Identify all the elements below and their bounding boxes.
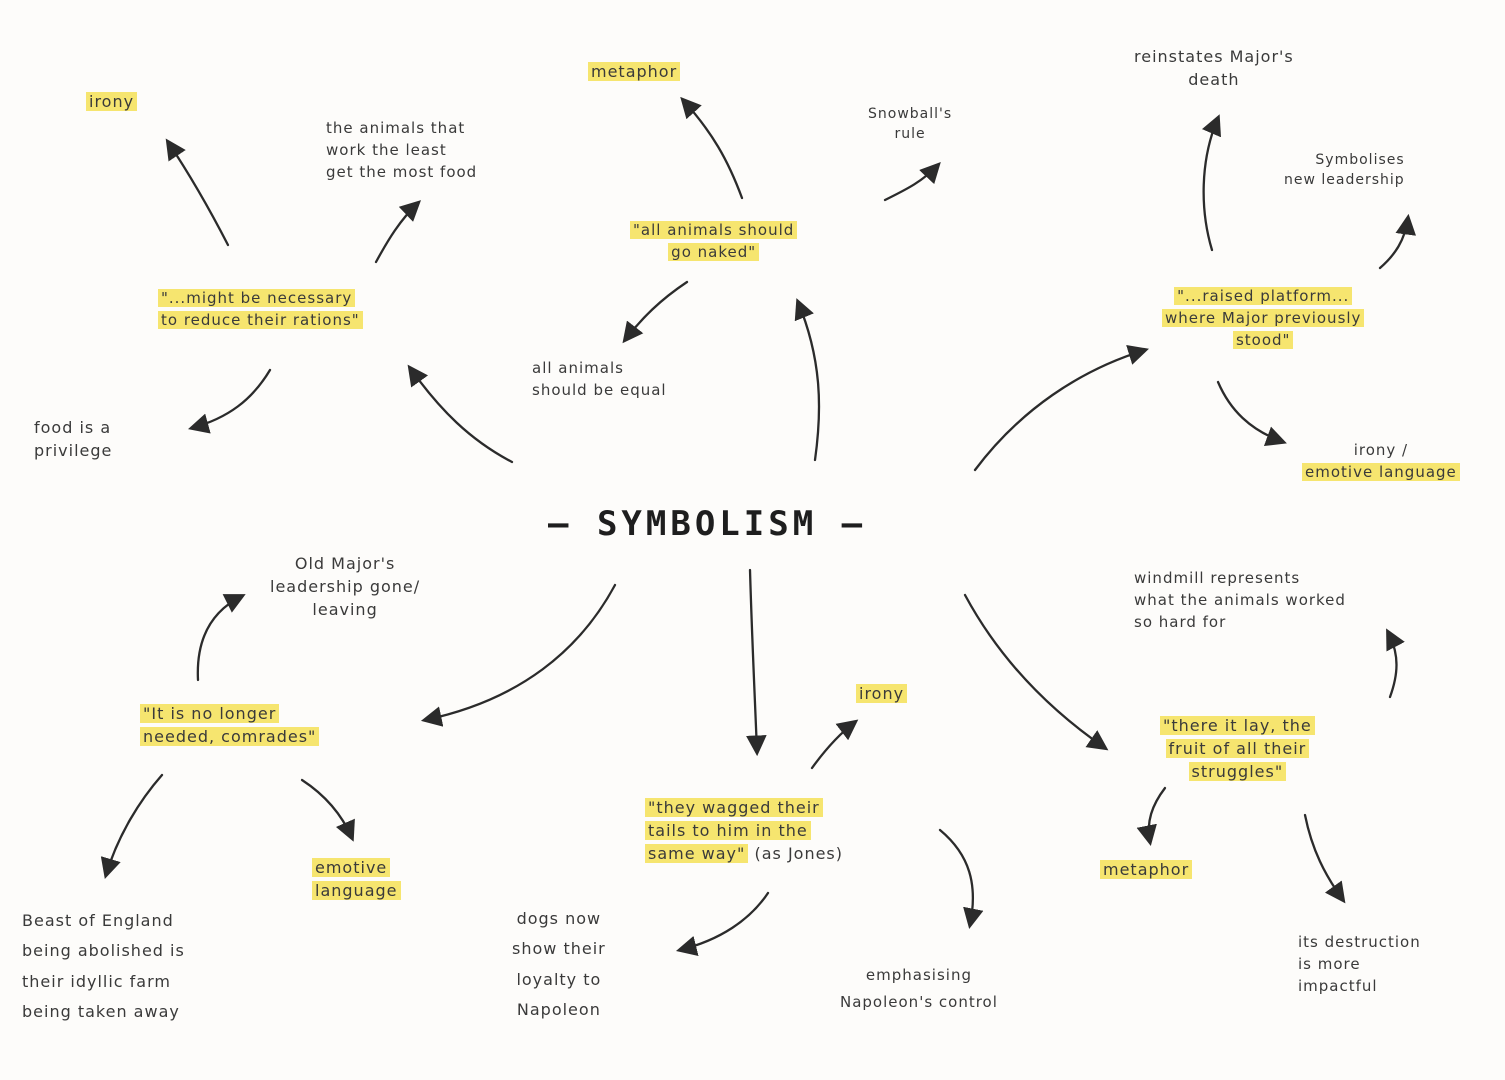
naked-metaphor-label: metaphor xyxy=(588,60,681,83)
rations-meaning-note: the animals that work the least get the … xyxy=(326,119,478,181)
arrow-tails-to-dogs xyxy=(675,891,770,957)
arrow-windmill-to-destruction xyxy=(1303,813,1346,904)
arrow-comrades-to-leadership-gone xyxy=(196,594,246,682)
arrow-tails-to-control xyxy=(938,828,984,930)
rations-quote: "...might be necessary to reduce their r… xyxy=(158,288,363,332)
central-title-group: — SYMBOLISM — xyxy=(548,504,866,544)
naked-snowball-note: Snowball's rule xyxy=(868,106,953,143)
title-dash-right: — xyxy=(817,504,867,544)
arrow-center-to-comrades xyxy=(420,583,617,727)
arrow-center-to-tails xyxy=(746,568,767,757)
tails-aside: (as Jones) xyxy=(754,844,844,864)
rations-privilege-note: food is a privilege xyxy=(34,418,113,461)
tails-control-note: emphasising Napoleon's control xyxy=(840,966,998,1011)
title-dash-left: — xyxy=(548,504,597,544)
arrow-naked-to-metaphor xyxy=(680,96,744,200)
arrow-rations-to-irony xyxy=(165,138,230,247)
arrow-center-to-platform xyxy=(973,344,1149,472)
arrow-center-to-rations xyxy=(407,364,514,464)
arrow-windmill-to-metaphor xyxy=(1136,786,1167,847)
platform-device-note: irony / emotive language xyxy=(1302,440,1460,484)
windmill-metaphor-label: metaphor xyxy=(1100,858,1193,881)
arrow-center-to-naked xyxy=(794,298,821,462)
arrow-platform-to-device xyxy=(1216,380,1287,447)
comrades-emotive-note: emotive language xyxy=(312,856,401,902)
comrades-leadership-gone-note: Old Major's leadership gone/ leaving xyxy=(270,554,421,620)
arrow-rations-to-meaning xyxy=(374,200,422,264)
windmill-represents-note: windmill represents what the animals wor… xyxy=(1134,569,1346,631)
platform-quote: "...raised platform... where Major previ… xyxy=(1162,286,1365,351)
arrow-naked-to-equal xyxy=(622,280,689,344)
platform-reinstates-note: reinstates Major's death xyxy=(1134,47,1294,90)
arrow-platform-to-reinstates xyxy=(1201,114,1221,252)
arrow-rations-to-privilege xyxy=(188,368,272,434)
tails-dogs-note: dogs now show their loyalty to Napoleon xyxy=(512,909,606,1020)
platform-leadership-note: Symbolises new leadership xyxy=(1284,152,1405,189)
central-title: SYMBOLISM xyxy=(596,504,818,544)
arrow-windmill-to-represents xyxy=(1386,628,1405,699)
tails-irony-label: irony xyxy=(856,682,908,705)
windmill-destruction-note: its destruction is more impactful xyxy=(1298,933,1421,995)
windmill-quote: "there it lay, the fruit of all their st… xyxy=(1160,714,1315,784)
tails-quote: "they wagged their tails to him in the s… xyxy=(645,796,843,866)
arrow-comrades-to-beasts xyxy=(100,773,164,879)
arrow-platform-to-leadership xyxy=(1378,213,1417,270)
arrow-naked-to-snowball xyxy=(883,161,941,202)
rations-irony-label: irony xyxy=(86,90,138,113)
naked-equal-note: all animals should be equal xyxy=(532,359,667,399)
comrades-beasts-note: Beast of England being abolished is thei… xyxy=(22,911,185,1022)
arrow-comrades-to-emotive xyxy=(300,778,355,842)
arrow-center-to-windmill xyxy=(963,593,1109,751)
comrades-quote: "It is no longer needed, comrades" xyxy=(140,702,320,748)
naked-quote: "all animals should go naked" xyxy=(630,220,798,264)
arrow-tails-to-irony xyxy=(810,719,859,770)
